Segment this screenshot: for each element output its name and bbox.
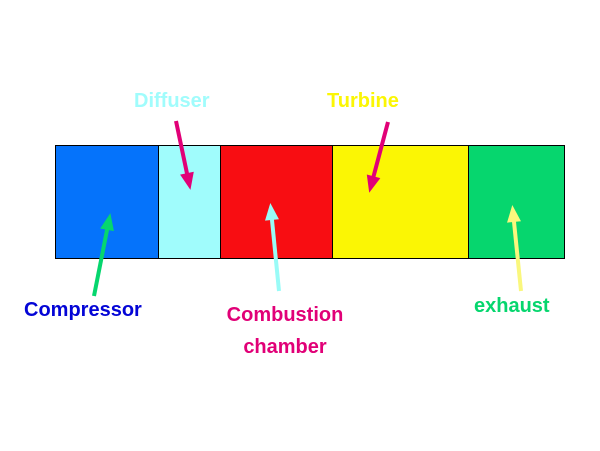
diffuser-block xyxy=(158,145,221,259)
exhaust-label: exhaust xyxy=(474,295,550,317)
combustion-chamber-label-line2: chamber xyxy=(243,336,327,358)
exhaust-block xyxy=(468,145,565,259)
combustion-chamber-label: Combustion chamber xyxy=(205,299,365,363)
combustion-chamber-block xyxy=(220,145,333,259)
turbine-label: Turbine xyxy=(327,90,399,112)
diffuser-label: Diffuser xyxy=(134,90,210,112)
compressor-label: Compressor xyxy=(24,299,142,321)
combustion-chamber-label-line1: Combustion xyxy=(226,304,344,326)
compressor-block xyxy=(55,145,159,259)
turbine-block xyxy=(332,145,469,259)
